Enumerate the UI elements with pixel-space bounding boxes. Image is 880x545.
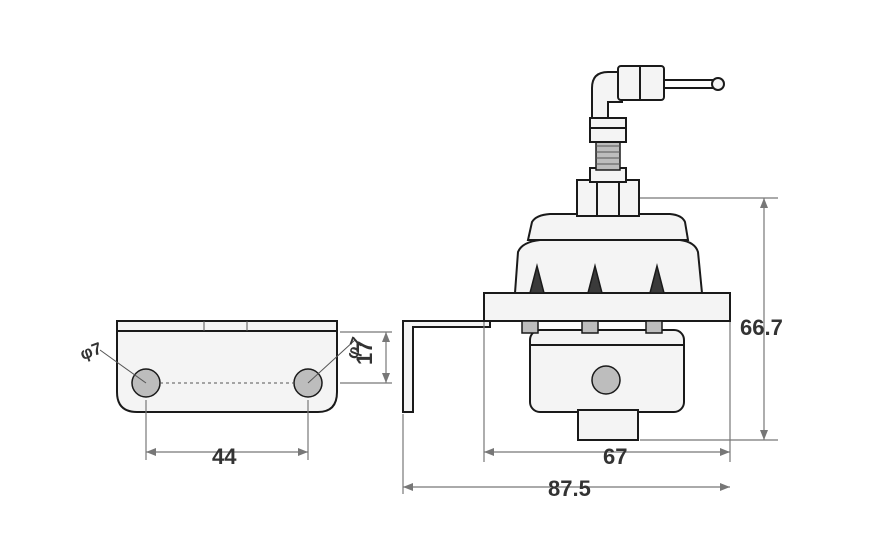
regulator: [402, 65, 731, 441]
dimension-overall-height: [640, 197, 778, 441]
bracket-height-label: 17: [352, 341, 377, 365]
dimension-hole-spacing: [145, 400, 309, 460]
dimension-overall-width: [402, 414, 730, 494]
dimension-bracket-height: [340, 331, 392, 384]
overall-height-label: 66.7: [740, 315, 783, 340]
hole-spacing-label: 44: [212, 444, 237, 469]
hole-left-label: φ7: [78, 339, 105, 364]
dimension-body-width: [483, 322, 731, 462]
body-width-label: 67: [603, 444, 627, 469]
mounting-bracket: [99, 320, 356, 413]
port-icon: [591, 365, 621, 395]
overall-width-label: 87.5: [548, 476, 591, 501]
